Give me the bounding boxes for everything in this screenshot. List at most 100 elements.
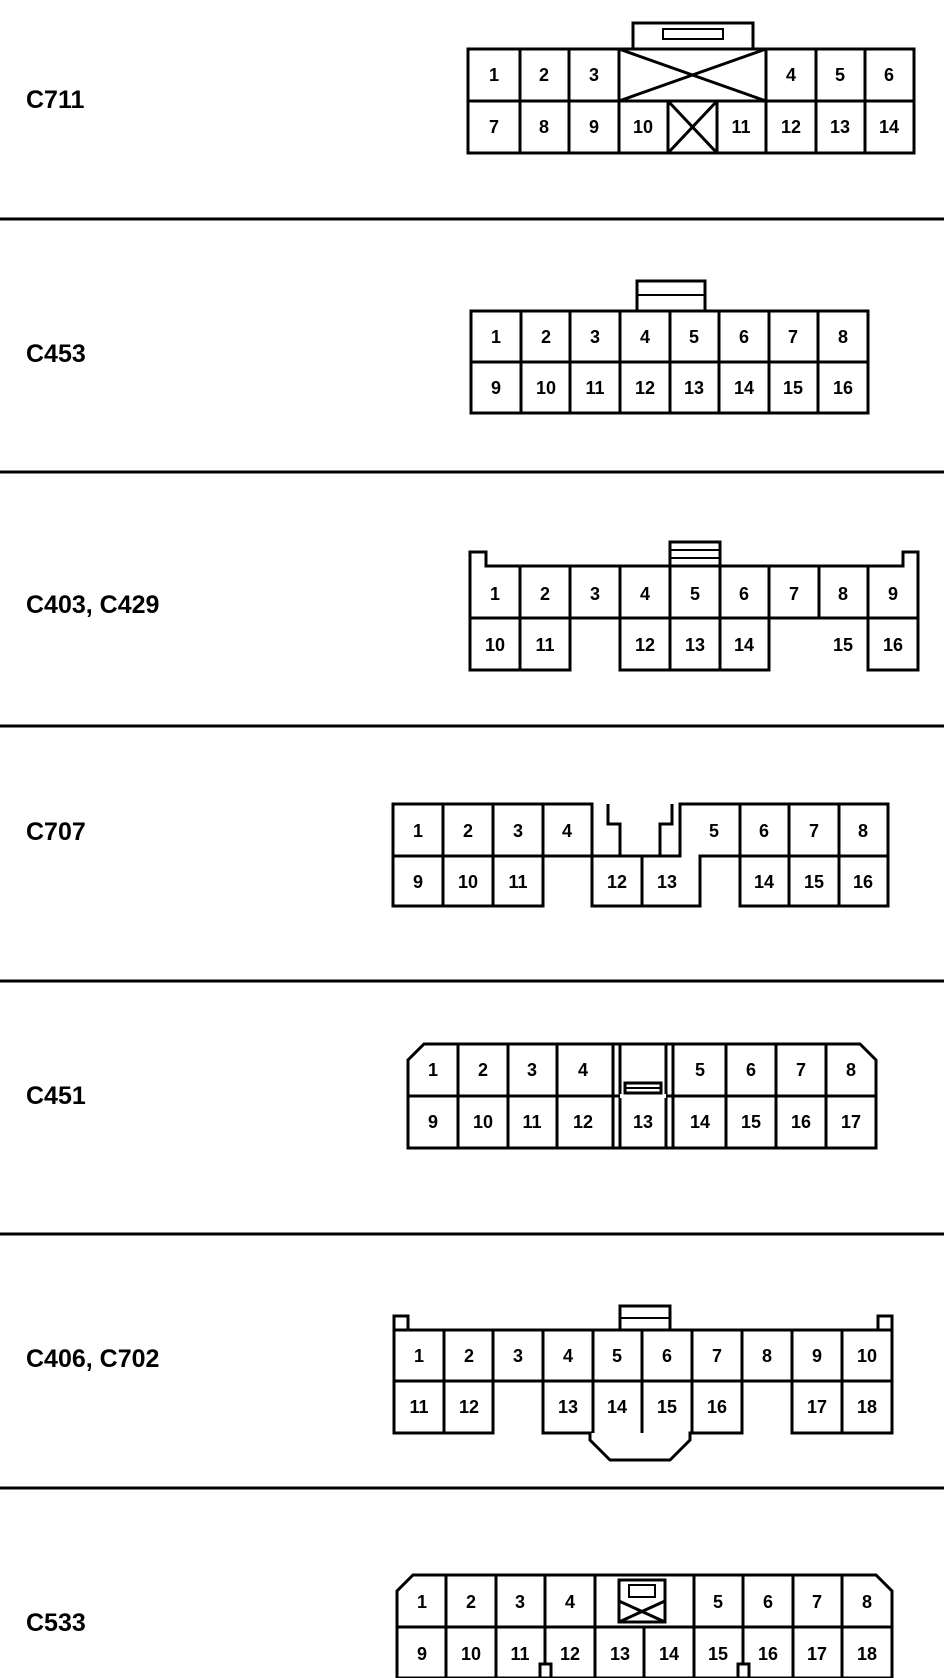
pin-number: 16	[883, 635, 903, 655]
pin-number: 7	[796, 1060, 806, 1080]
pin-number: 13	[657, 872, 677, 892]
latch-slot	[628, 1584, 656, 1598]
pin-number: 1	[490, 584, 500, 604]
pin-number: 7	[788, 327, 798, 347]
keyway	[736, 1662, 751, 1678]
pin-number: 12	[459, 1397, 479, 1417]
pin-number: 12	[635, 378, 655, 398]
connector-label: C711	[26, 86, 84, 114]
pin-number: 16	[791, 1112, 811, 1132]
pin-number: 2	[464, 1346, 474, 1366]
pin-number: 10	[458, 872, 478, 892]
connector-c453: C453 1 2 3 4 5 6 7 8 9 10 11 12 13 14 15…	[26, 279, 870, 415]
pin-number: 10	[485, 635, 505, 655]
latch-slot	[662, 28, 724, 40]
pin-number: 3	[589, 65, 599, 85]
pin-number: 5	[709, 821, 719, 841]
pin-number: 4	[786, 65, 796, 85]
connector-c403-c429: C403, C429 1 2 3 4 5 6 7 8 9 10 11 12 13…	[26, 540, 920, 672]
pin-number: 4	[562, 821, 572, 841]
connector-c406-c702: C406, C702 1 2 3 4 5 6 7 8 9 10 11 12 13	[26, 1304, 894, 1462]
pin-number: 13	[684, 378, 704, 398]
connector-label: C533	[26, 1609, 86, 1637]
pin-number: 7	[712, 1346, 722, 1366]
pin-number: 6	[739, 584, 749, 604]
pin-number: 14	[754, 872, 774, 892]
pin-number: 8	[838, 584, 848, 604]
pin-number: 9	[812, 1346, 822, 1366]
cell-dividers	[519, 311, 820, 413]
pin-number: 8	[762, 1346, 772, 1366]
connector-c533: C533 1 2 3 4 5 6 7 8 9 10 11 12 13	[26, 1573, 894, 1678]
pin-number: 4	[578, 1060, 588, 1080]
pin-number: 5	[835, 65, 845, 85]
pin-number: 11	[731, 117, 750, 137]
latch	[631, 21, 755, 51]
pin-number: 17	[841, 1112, 861, 1132]
pin-number: 5	[612, 1346, 622, 1366]
connector-label: C453	[26, 340, 86, 368]
cell-dividers	[518, 566, 870, 670]
pin-number: 3	[515, 1592, 525, 1612]
pin-number: 7	[789, 584, 799, 604]
pin-number: 9	[417, 1644, 427, 1664]
pin-number: 16	[758, 1644, 778, 1664]
pin-number: 11	[510, 1644, 529, 1664]
pin-number: 5	[713, 1592, 723, 1612]
pin-number: 7	[489, 117, 499, 137]
pin-number: 9	[491, 378, 501, 398]
latch	[668, 540, 722, 568]
keyway	[538, 1662, 553, 1678]
connector-c707: C707 1 2 3 4 5 6 7 8 9 10 11 12 13 14 15…	[26, 802, 890, 908]
pin-number: 1	[413, 821, 423, 841]
pin-number: 2	[541, 327, 551, 347]
pin-number: 12	[635, 635, 655, 655]
pin-number: 17	[807, 1397, 827, 1417]
connector-label: C707	[26, 818, 86, 846]
connector-label: C451	[26, 1082, 86, 1110]
x-mark	[618, 1599, 666, 1624]
corner-tab	[392, 1314, 410, 1332]
pin-number: 12	[607, 872, 627, 892]
pin-number: 8	[858, 821, 868, 841]
pin-number: 14	[690, 1112, 710, 1132]
pin-number: 9	[413, 872, 423, 892]
cell-dividers	[444, 1575, 844, 1678]
pin-number: 1	[428, 1060, 438, 1080]
pin-number: 1	[414, 1346, 424, 1366]
pin-number: 11	[535, 635, 554, 655]
pin-number: 14	[607, 1397, 627, 1417]
connector-body	[395, 1573, 894, 1678]
pin-number: 8	[838, 327, 848, 347]
pin-number: 2	[478, 1060, 488, 1080]
connector-body	[406, 1042, 878, 1150]
corner-tab	[876, 1314, 894, 1332]
pin-number: 14	[734, 635, 754, 655]
pin-number: 15	[708, 1644, 728, 1664]
pin-number: 15	[783, 378, 803, 398]
connector-c451: C451 1 2 3 4 5 6 7 8 9 10 11 12 13 14 15	[26, 1042, 878, 1150]
pin-number: 14	[659, 1644, 679, 1664]
pin-number: 13	[633, 1112, 653, 1132]
pin-number: 6	[739, 327, 749, 347]
pin-number: 11	[585, 378, 604, 398]
section-dividers	[0, 217, 944, 1490]
pin-number: 2	[540, 584, 550, 604]
pin-number: 15	[657, 1397, 677, 1417]
pin-number: 9	[888, 584, 898, 604]
pin-number: 4	[640, 327, 650, 347]
pin-number: 4	[640, 584, 650, 604]
pin-number: 6	[763, 1592, 773, 1612]
pin-number: 11	[508, 872, 527, 892]
pin-number: 1	[417, 1592, 427, 1612]
pin-number: 6	[884, 65, 894, 85]
connector-label: C406, C702	[26, 1345, 159, 1373]
pin-number: 3	[590, 584, 600, 604]
cell-dividers	[518, 49, 867, 153]
pin-number: 9	[428, 1112, 438, 1132]
pin-number: 11	[522, 1112, 541, 1132]
pin-number: 5	[690, 584, 700, 604]
pin-number: 13	[685, 635, 705, 655]
pin-number: 18	[857, 1397, 877, 1417]
